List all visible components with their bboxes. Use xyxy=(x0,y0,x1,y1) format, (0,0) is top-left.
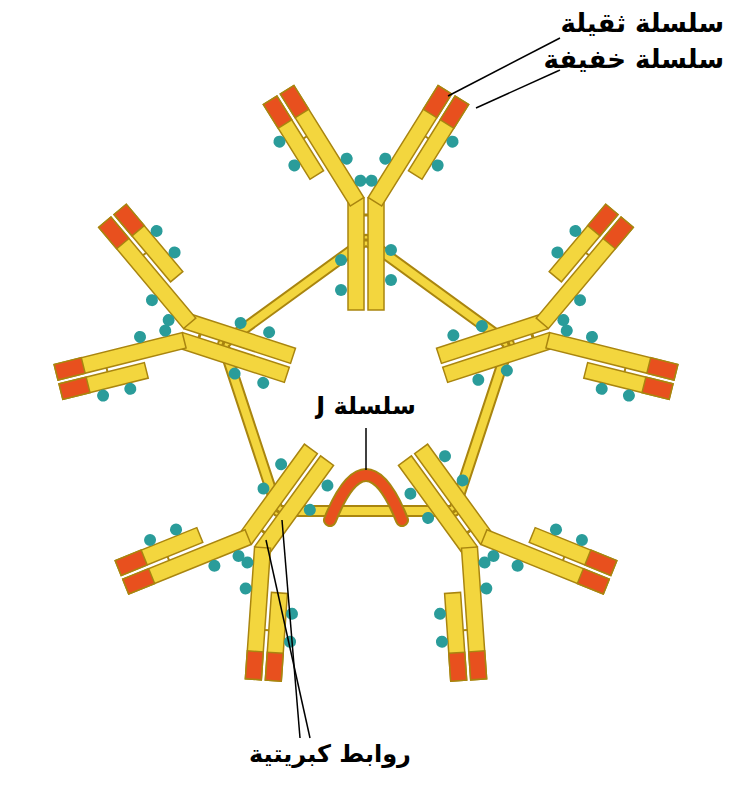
part-label: سلسلة ثقيلة xyxy=(560,8,724,39)
part-label: روابط كبريتية xyxy=(249,740,411,769)
leader-lines xyxy=(266,38,560,738)
part-label: سلسلة خفيفة xyxy=(543,44,724,75)
part-label: سلسلة J xyxy=(316,392,415,421)
